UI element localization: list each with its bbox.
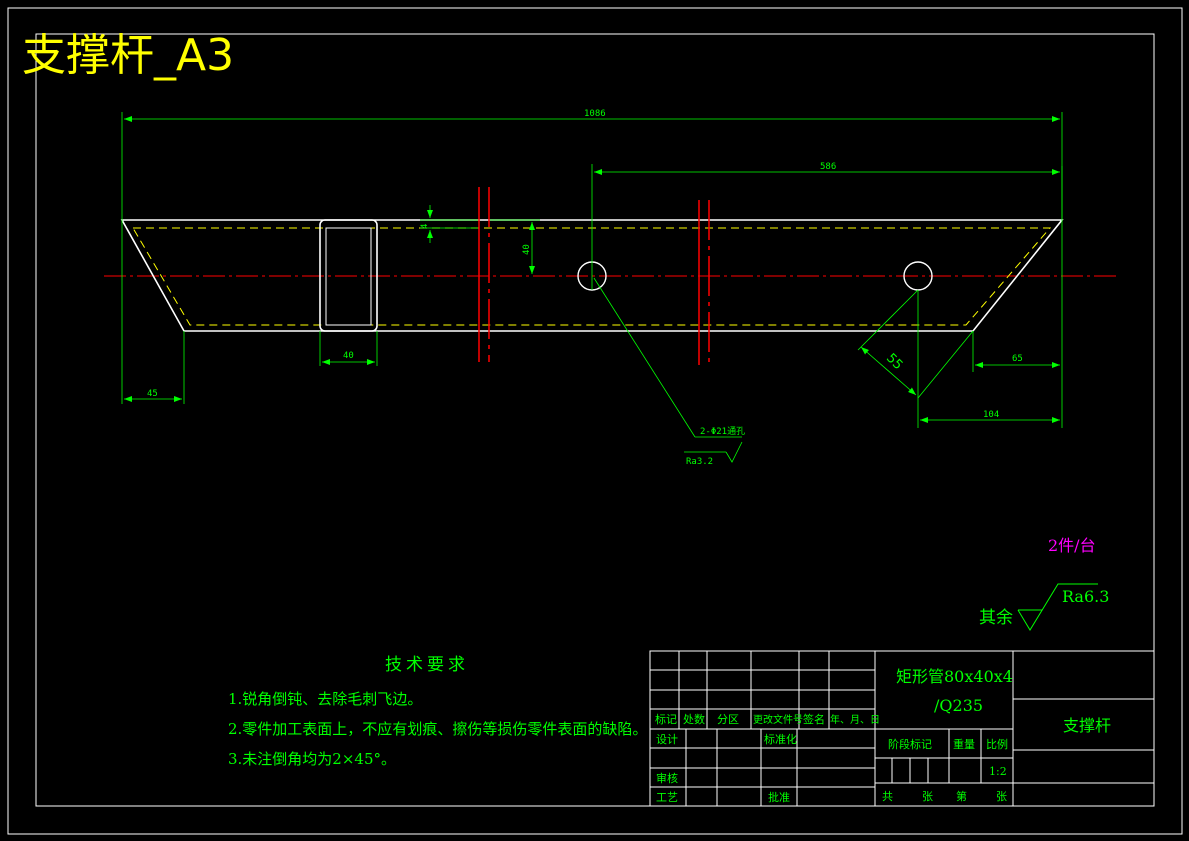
tb-date: 年、月、日: [830, 713, 880, 726]
dim-vertical-40: [490, 219, 540, 274]
hidden-inner-wall: [132, 227, 1052, 326]
dim-cutout-width: [319, 331, 378, 366]
tb-change-doc: 更改文件号: [753, 713, 803, 726]
title-block: [649, 650, 1155, 807]
tb-scale: 1:2: [989, 765, 1007, 778]
section-break-right: [698, 200, 710, 365]
tb-zone: 分区: [717, 713, 739, 726]
tb-material-1: 矩形管80x40x4: [896, 667, 1013, 686]
other-roughness-value: Ra6.3: [1062, 587, 1109, 606]
tb-sheet: 张: [996, 790, 1007, 803]
dim-text-45: 45: [147, 389, 158, 399]
inner-frame: [35, 33, 1155, 807]
tb-approve: 批准: [768, 790, 790, 804]
tb-count: 处数: [683, 713, 705, 726]
tb-sheets: 张: [922, 790, 933, 803]
tb-part-name: 支撑杆: [1063, 716, 1111, 735]
roughness-hole: Ra3.2: [686, 457, 713, 467]
tb-sign: 签名: [803, 712, 825, 726]
dim-angled-55: [857, 289, 974, 399]
dim-wall-thickness: [420, 205, 478, 243]
tb-process: 工艺: [656, 791, 678, 804]
dim-left-chamfer: [121, 220, 185, 404]
dim-text-586: 586: [820, 162, 836, 172]
quantity-note: 2件/台: [1048, 536, 1096, 555]
dim-text-1086: 1086: [584, 109, 606, 119]
tech-req-item-2: 2.零件加工表面上，不应有划痕、擦伤等损伤零件表面的缺陷。: [228, 720, 647, 738]
other-roughness-symbol: [1017, 583, 1098, 631]
dim-text-65: 65: [1012, 354, 1023, 364]
outer-frame: [7, 7, 1183, 835]
drawing-title: 支撑杆_A3: [22, 30, 234, 81]
section-break-left: [478, 187, 490, 362]
dim-end-to-hole: [917, 290, 1060, 428]
tb-standardize: 标准化: [764, 732, 797, 746]
rect-cutout-outer: [319, 219, 378, 332]
other-label: 其余: [979, 608, 1013, 628]
hole-callout: 2-Φ21通孔: [700, 426, 745, 437]
tb-mark: 标记: [655, 712, 677, 726]
rect-cutout-inner: [325, 227, 372, 326]
dim-text-104: 104: [983, 410, 999, 420]
dim-text-40-vertical: 40: [522, 244, 532, 255]
tb-total: 共: [882, 790, 893, 803]
dim-text-55: 55: [883, 351, 905, 373]
tb-scale-label: 比例: [986, 737, 1008, 751]
tb-no: 第: [956, 789, 967, 803]
tech-req-item-3: 3.未注倒角均为2×45°。: [228, 750, 396, 768]
tb-stage-mark: 阶段标记: [888, 737, 932, 751]
roughness-symbol-hole: [684, 441, 743, 463]
tb-design: 设计: [656, 733, 678, 746]
hole-leader: [593, 277, 742, 438]
tech-req-item-1: 1.锐角倒钝、去除毛刺飞边。: [228, 690, 422, 708]
dim-text-40-cutout: 40: [343, 351, 354, 361]
tb-weight: 重量: [953, 737, 975, 751]
dim-text-4: 4: [420, 224, 430, 229]
tb-review: 审核: [656, 771, 678, 785]
tb-material-2: /Q235: [934, 696, 983, 715]
dim-right-chamfer: [972, 220, 1063, 428]
dim-hole-spacing: [594, 166, 1063, 220]
tech-req-heading: 技术要求: [385, 655, 469, 675]
